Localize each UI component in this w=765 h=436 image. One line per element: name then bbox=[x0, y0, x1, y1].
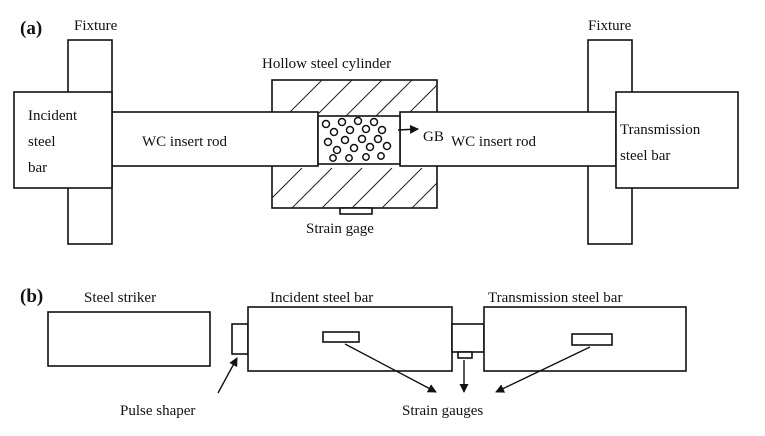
left-fixture-label: Fixture bbox=[74, 18, 118, 34]
panel-a-label: (a) bbox=[20, 18, 42, 39]
right-fixture-label: Fixture bbox=[588, 18, 632, 34]
transmission-steel-bar-a bbox=[615, 91, 739, 189]
panel-b-label: (b) bbox=[20, 286, 43, 307]
right-rod-label: WC insert rod bbox=[451, 134, 536, 150]
transmission-bar-b-label: Transmission steel bar bbox=[488, 290, 622, 306]
gauge-arrow-transmission bbox=[495, 346, 591, 393]
striker-label: Steel striker bbox=[84, 290, 156, 306]
incident-bar-label-line1: Incident bbox=[28, 108, 78, 124]
gb-pointer-arrow bbox=[397, 124, 419, 134]
steel-striker bbox=[47, 311, 211, 367]
left-rod-label: WC insert rod bbox=[142, 134, 227, 150]
strain-gauges-label: Strain gauges bbox=[402, 403, 483, 419]
cylinder-label: Hollow steel cylinder bbox=[262, 56, 391, 72]
glass-beads bbox=[321, 116, 392, 162]
specimen-label: GB bbox=[423, 129, 444, 145]
incident-bar-label-line3: bar bbox=[28, 160, 47, 176]
incident-bar-strain-gauge bbox=[322, 331, 360, 343]
incident-bar-label-line2: steel bbox=[28, 134, 56, 150]
specimen-b bbox=[451, 323, 485, 353]
transmission-bar-label-line2: steel bar bbox=[620, 148, 670, 164]
pulse-shaper-arrow bbox=[217, 357, 238, 394]
strain-gage-label: Strain gage bbox=[306, 221, 374, 237]
incident-steel-bar-a bbox=[13, 91, 113, 189]
transmission-bar-strain-gauge bbox=[571, 333, 613, 346]
strain-gage bbox=[339, 207, 373, 215]
gauge-arrow-incident bbox=[344, 343, 437, 393]
pulse-shaper bbox=[231, 323, 249, 355]
incident-bar-b-label: Incident steel bar bbox=[270, 290, 373, 306]
specimen-strain-gauge bbox=[457, 351, 473, 359]
pulse-shaper-label: Pulse shaper bbox=[120, 403, 195, 419]
transmission-bar-label-line1: Transmission bbox=[620, 122, 701, 138]
